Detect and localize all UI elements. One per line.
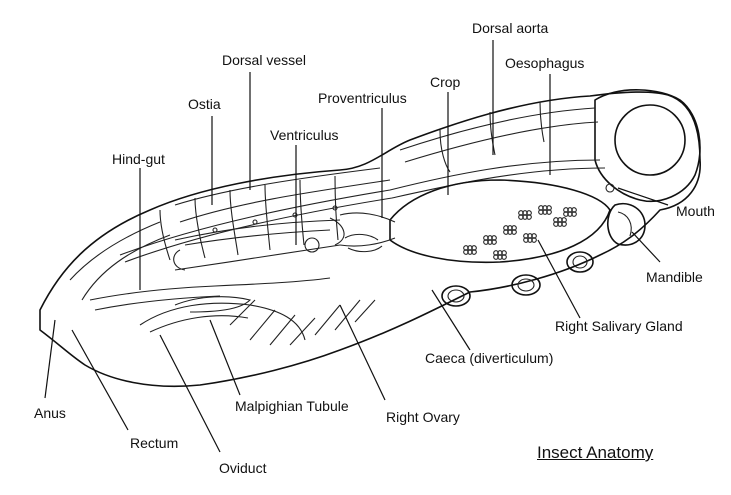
label-oviduct: Oviduct [219, 460, 266, 476]
mandible-shape [608, 204, 645, 245]
label-hind-gut: Hind-gut [112, 151, 165, 167]
label-mouth: Mouth [676, 203, 715, 219]
label-right-ovary: Right Ovary [386, 409, 460, 425]
digestive-tract [174, 180, 610, 270]
label-proventriculus: Proventriculus [318, 90, 407, 106]
label-right-salivary-gland: Right Salivary Gland [555, 318, 683, 334]
label-ventriculus: Ventriculus [270, 127, 338, 143]
label-anus: Anus [34, 405, 66, 421]
label-malpighian-tubule: Malpighian Tubule [235, 398, 349, 414]
label-dorsal-vessel: Dorsal vessel [222, 52, 306, 68]
hind-gut-and-tubules [90, 278, 375, 345]
label-ostia: Ostia [188, 96, 221, 112]
label-oesophagus: Oesophagus [505, 55, 584, 71]
label-mandible: Mandible [646, 269, 703, 285]
label-rectum: Rectum [130, 435, 178, 451]
dorsal-vessel [120, 160, 614, 262]
label-crop: Crop [430, 74, 460, 90]
label-dorsal-aorta: Dorsal aorta [472, 20, 548, 36]
compound-eye [615, 105, 685, 175]
label-caeca: Caeca (diverticulum) [425, 350, 553, 366]
body-outline [40, 92, 700, 386]
diagram-title: Insect Anatomy [537, 445, 653, 461]
